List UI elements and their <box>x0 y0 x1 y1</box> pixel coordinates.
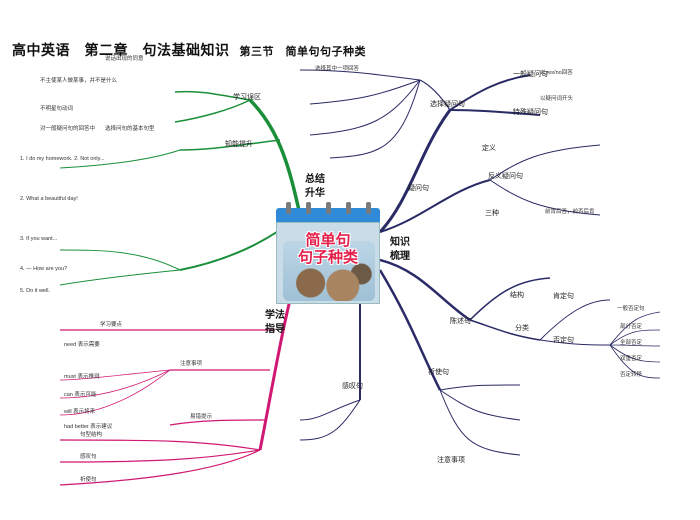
calendar-body <box>276 222 380 304</box>
central-topic-title: 简单句 句子种类 <box>290 232 366 266</box>
summary-example-2: 2. What a beautiful day! <box>20 196 78 202</box>
summary-label-2: 升华 <box>305 186 325 199</box>
knowledge-branch <box>299 69 661 456</box>
summary-example-5: 5. Do it well. <box>20 288 50 294</box>
summary-example-4: 4. — How are you? <box>20 266 67 272</box>
calendar-header <box>276 208 380 222</box>
method-point-1: 学习要点 <box>100 320 123 328</box>
tag-question-node: 反义疑问句 <box>488 171 523 180</box>
central-topic-line-1: 简单句 <box>305 232 351 249</box>
summary-branch <box>59 90 302 286</box>
learning-misread-label: 学习误区 <box>233 92 261 101</box>
general-question-node: 一般疑问句 <box>513 69 548 78</box>
question-node: 疑问句 <box>408 183 429 192</box>
section-title: 第三节 简单句句子种类 <box>239 46 366 58</box>
calendar-ring-icon <box>346 202 351 214</box>
central-topic-calendar: 简单句 句子种类 <box>276 202 380 304</box>
general-negative-node: 一般否定句 <box>617 304 645 312</box>
exclamatory-node: 感叹句 <box>342 381 363 390</box>
summary-label-1: 总结 <box>305 172 325 185</box>
summary-note-5: 选择问句的基本句型 <box>105 124 155 132</box>
imperative-node: 祈使句 <box>428 367 449 376</box>
method-point-2: 注意事项 <box>180 359 203 367</box>
question-note-4: 前肯后否，前否后肯 <box>545 207 595 215</box>
summary-example-1: 1. I do my homework. 2. Not only... <box>20 156 105 162</box>
method-line-5: had better 表示建议 <box>64 422 113 430</box>
part-negative-node: 部分否定 <box>620 322 643 330</box>
double-negative-node: 双重否定 <box>620 354 643 362</box>
classify-node: 分类 <box>515 323 529 332</box>
knowledge-label-2: 梳理 <box>389 249 410 262</box>
negative-node: 否定句 <box>553 335 574 344</box>
method-line-3: will 表示将来 <box>63 407 96 415</box>
special-question-node: 特殊疑问句 <box>513 107 548 116</box>
calendar-ring-icon <box>306 202 311 214</box>
imperative-notes-node: 注意事项 <box>437 455 465 464</box>
method-label-1: 学法 <box>265 308 285 321</box>
method-branch <box>59 299 292 486</box>
question-note-3: 选择其中一项回答 <box>315 64 360 72</box>
method-point-5: 感叹句 <box>80 452 97 460</box>
question-note-1: 以yes/no回答 <box>540 68 573 76</box>
method-point-6: 祈使句 <box>80 475 97 483</box>
structure-node: 结构 <box>510 290 524 299</box>
method-point-4: 句型结构 <box>80 430 103 438</box>
method-line-1: must 表示推测 <box>64 372 100 380</box>
pebbles-image <box>283 241 375 301</box>
affirmative-node: 肯定句 <box>553 291 574 300</box>
full-negative-node: 全部否定 <box>620 338 643 346</box>
statement-node: 陈述句 <box>450 316 471 325</box>
three-kinds-node: 三种 <box>485 208 499 217</box>
knowledge-up-label: 知能提升 <box>225 139 253 148</box>
shift-negative-node: 否定转移 <box>620 370 643 378</box>
method-point-3: 易错提示 <box>190 412 213 420</box>
method-line-2: can 表示可能 <box>64 390 97 398</box>
calendar-ring-icon <box>286 202 291 214</box>
knowledge-label-1: 知识 <box>389 235 410 248</box>
summary-note-2: 不明星句动词 <box>40 104 74 112</box>
method-line-4: need 表示需要 <box>64 340 100 348</box>
summary-example-3: 3. If you want... <box>20 236 58 242</box>
central-topic-line-2: 句子种类 <box>297 249 358 266</box>
method-label-2: 指导 <box>265 322 285 335</box>
summary-note-1: 不主使某人做某事，并不是什么 <box>40 76 118 84</box>
question-note-2: 以疑问词开头 <box>540 94 574 102</box>
chapter-title: 高中英语 第二章 句法基础知识 <box>12 42 230 58</box>
summary-note-3: 对一般疑问句的回答中 <box>40 124 95 132</box>
page-title: 高中英语 第二章 句法基础知识第三节 简单句句子种类 <box>12 40 366 60</box>
definition-node: 定义 <box>482 143 496 152</box>
summary-note-4: 说话出现的同意 <box>105 54 144 62</box>
calendar-ring-icon <box>326 202 331 214</box>
choice-question-node: 选择疑问句 <box>430 99 465 108</box>
calendar-ring-icon <box>366 202 371 214</box>
